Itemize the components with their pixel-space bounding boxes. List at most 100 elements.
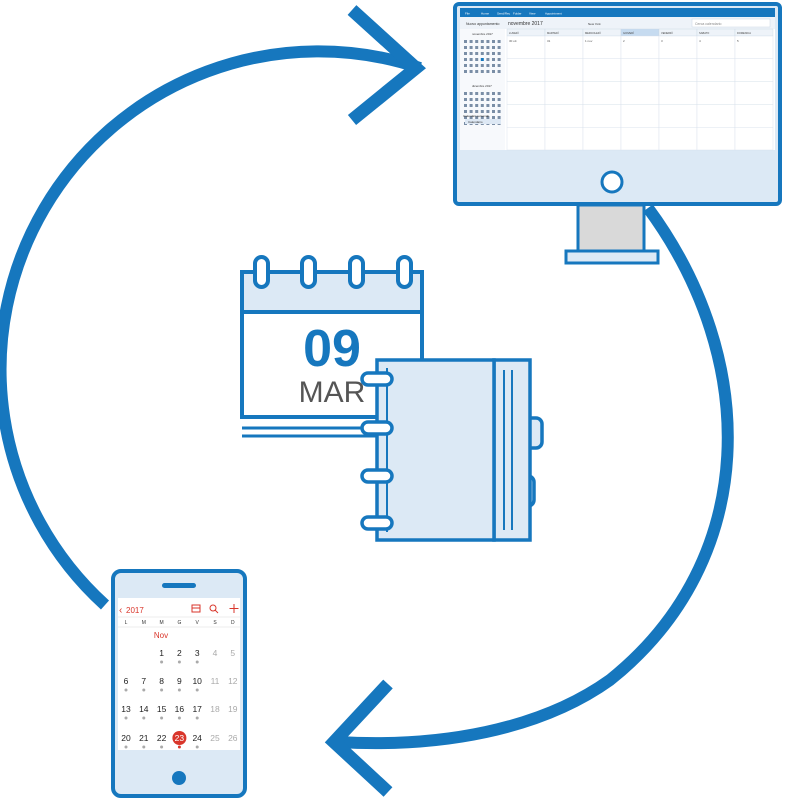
- folder-item-row[interactable]: [465, 119, 501, 124]
- mini-cal-day[interactable]: [464, 104, 467, 107]
- mini-cal-day[interactable]: [486, 40, 490, 43]
- mini-cal-day[interactable]: [497, 40, 501, 43]
- mini-cal-day[interactable]: [464, 98, 467, 101]
- mini-cal-day[interactable]: [492, 70, 495, 73]
- mini-cal-day[interactable]: [480, 70, 484, 73]
- month-cell[interactable]: [620, 35, 660, 59]
- day-number[interactable]: 16: [175, 704, 185, 714]
- mini-cal-day[interactable]: [486, 98, 490, 101]
- mini-cal-day[interactable]: [469, 116, 473, 119]
- back-chevron-icon[interactable]: ‹: [119, 605, 122, 616]
- mini-cal-day[interactable]: [480, 98, 484, 101]
- mini-cal-day[interactable]: [464, 70, 467, 73]
- search-input[interactable]: [691, 18, 771, 28]
- mini-cal-day[interactable]: [486, 46, 490, 49]
- mini-cal-day[interactable]: [464, 110, 467, 113]
- month-cell[interactable]: [582, 58, 622, 82]
- month-cell[interactable]: [506, 126, 546, 151]
- month-cell[interactable]: [620, 81, 660, 105]
- mini-cal-day[interactable]: [497, 104, 501, 107]
- day-number[interactable]: 5: [230, 648, 235, 658]
- mini-cal-day[interactable]: [475, 70, 479, 73]
- month-cell[interactable]: [658, 58, 698, 82]
- month-cell[interactable]: [696, 35, 736, 59]
- mini-cal-day[interactable]: [469, 110, 473, 113]
- month-cell[interactable]: [734, 58, 774, 82]
- mini-cal-day[interactable]: [475, 40, 479, 43]
- month-cell[interactable]: [506, 104, 546, 128]
- mini-cal-day[interactable]: [480, 104, 484, 107]
- mini-cal-day[interactable]: [475, 98, 479, 101]
- monitor-power-button[interactable]: [600, 170, 624, 194]
- day-number[interactable]: 7: [141, 676, 146, 686]
- mini-cal-day[interactable]: [486, 104, 490, 107]
- mini-cal-day[interactable]: [497, 98, 501, 101]
- day-number[interactable]: 12: [228, 676, 238, 686]
- day-number[interactable]: 20: [121, 733, 131, 743]
- mini-cal-day[interactable]: [469, 64, 473, 67]
- mini-cal-day[interactable]: [492, 98, 495, 101]
- inbox-icon[interactable]: [191, 604, 201, 613]
- mini-cal-day[interactable]: [497, 64, 501, 67]
- ribbon-tab[interactable]: Folder: [513, 12, 522, 16]
- mini-cal-day[interactable]: [475, 46, 479, 49]
- month-cell[interactable]: [582, 104, 622, 128]
- mini-cal-day[interactable]: [469, 46, 473, 49]
- mini-cal-day[interactable]: [492, 104, 495, 107]
- mini-cal-day[interactable]: [497, 70, 501, 73]
- day-number[interactable]: 14: [139, 704, 149, 714]
- month-cell[interactable]: [582, 126, 622, 151]
- month-cell[interactable]: [734, 81, 774, 105]
- mini-cal-day[interactable]: [480, 40, 484, 43]
- day-number[interactable]: 3: [195, 648, 200, 658]
- month-cell[interactable]: [544, 104, 584, 128]
- month-cell[interactable]: [696, 81, 736, 105]
- mini-cal-day[interactable]: [480, 58, 484, 61]
- mini-cal-day[interactable]: [492, 64, 495, 67]
- mini-cal-day[interactable]: [480, 64, 484, 67]
- day-number[interactable]: 1: [159, 648, 164, 658]
- mini-cal-day[interactable]: [475, 116, 479, 119]
- mini-cal-day[interactable]: [492, 116, 495, 119]
- day-number[interactable]: 24: [192, 733, 202, 743]
- mini-cal-day[interactable]: [480, 110, 484, 113]
- mini-cal-day[interactable]: [469, 98, 473, 101]
- mini-cal-day[interactable]: [486, 64, 490, 67]
- month-cell[interactable]: [582, 81, 622, 105]
- month-cell[interactable]: [506, 81, 546, 105]
- day-number[interactable]: 8: [159, 676, 164, 686]
- mini-cal-day[interactable]: [497, 116, 501, 119]
- ribbon-tab[interactable]: File: [465, 12, 470, 16]
- month-cell[interactable]: [620, 104, 660, 128]
- month-cell[interactable]: [734, 126, 774, 151]
- phone-home-button[interactable]: [172, 771, 186, 785]
- day-number[interactable]: 9: [177, 676, 182, 686]
- mini-cal-day[interactable]: [480, 92, 484, 95]
- mini-cal-day[interactable]: [497, 92, 501, 95]
- day-number[interactable]: 25: [210, 733, 220, 743]
- mini-cal-day[interactable]: [475, 52, 479, 55]
- mini-cal-day[interactable]: [486, 110, 490, 113]
- month-cell[interactable]: [544, 126, 584, 151]
- mini-cal-day[interactable]: [497, 58, 501, 61]
- day-number[interactable]: 15: [157, 704, 167, 714]
- day-number[interactable]: 2: [177, 648, 182, 658]
- day-number[interactable]: 26: [228, 733, 238, 743]
- month-cell[interactable]: [696, 126, 736, 151]
- mini-cal-day[interactable]: [475, 92, 479, 95]
- day-number[interactable]: 17: [192, 704, 202, 714]
- mini-cal-day[interactable]: [475, 110, 479, 113]
- month-cell[interactable]: [544, 81, 584, 105]
- add-icon[interactable]: [229, 604, 239, 613]
- mini-cal-day[interactable]: [469, 40, 473, 43]
- mini-cal-day[interactable]: [486, 70, 490, 73]
- mini-cal-day[interactable]: [486, 92, 490, 95]
- mini-cal-day[interactable]: [469, 52, 473, 55]
- folder-group[interactable]: Calendari personali: [463, 114, 489, 118]
- mini-cal-day[interactable]: [469, 104, 473, 107]
- month-cell[interactable]: [620, 58, 660, 82]
- day-number-today[interactable]: 23: [175, 733, 185, 743]
- mini-cal-day[interactable]: [464, 40, 467, 43]
- mini-cal-day[interactable]: [464, 52, 467, 55]
- month-cell[interactable]: [544, 35, 584, 59]
